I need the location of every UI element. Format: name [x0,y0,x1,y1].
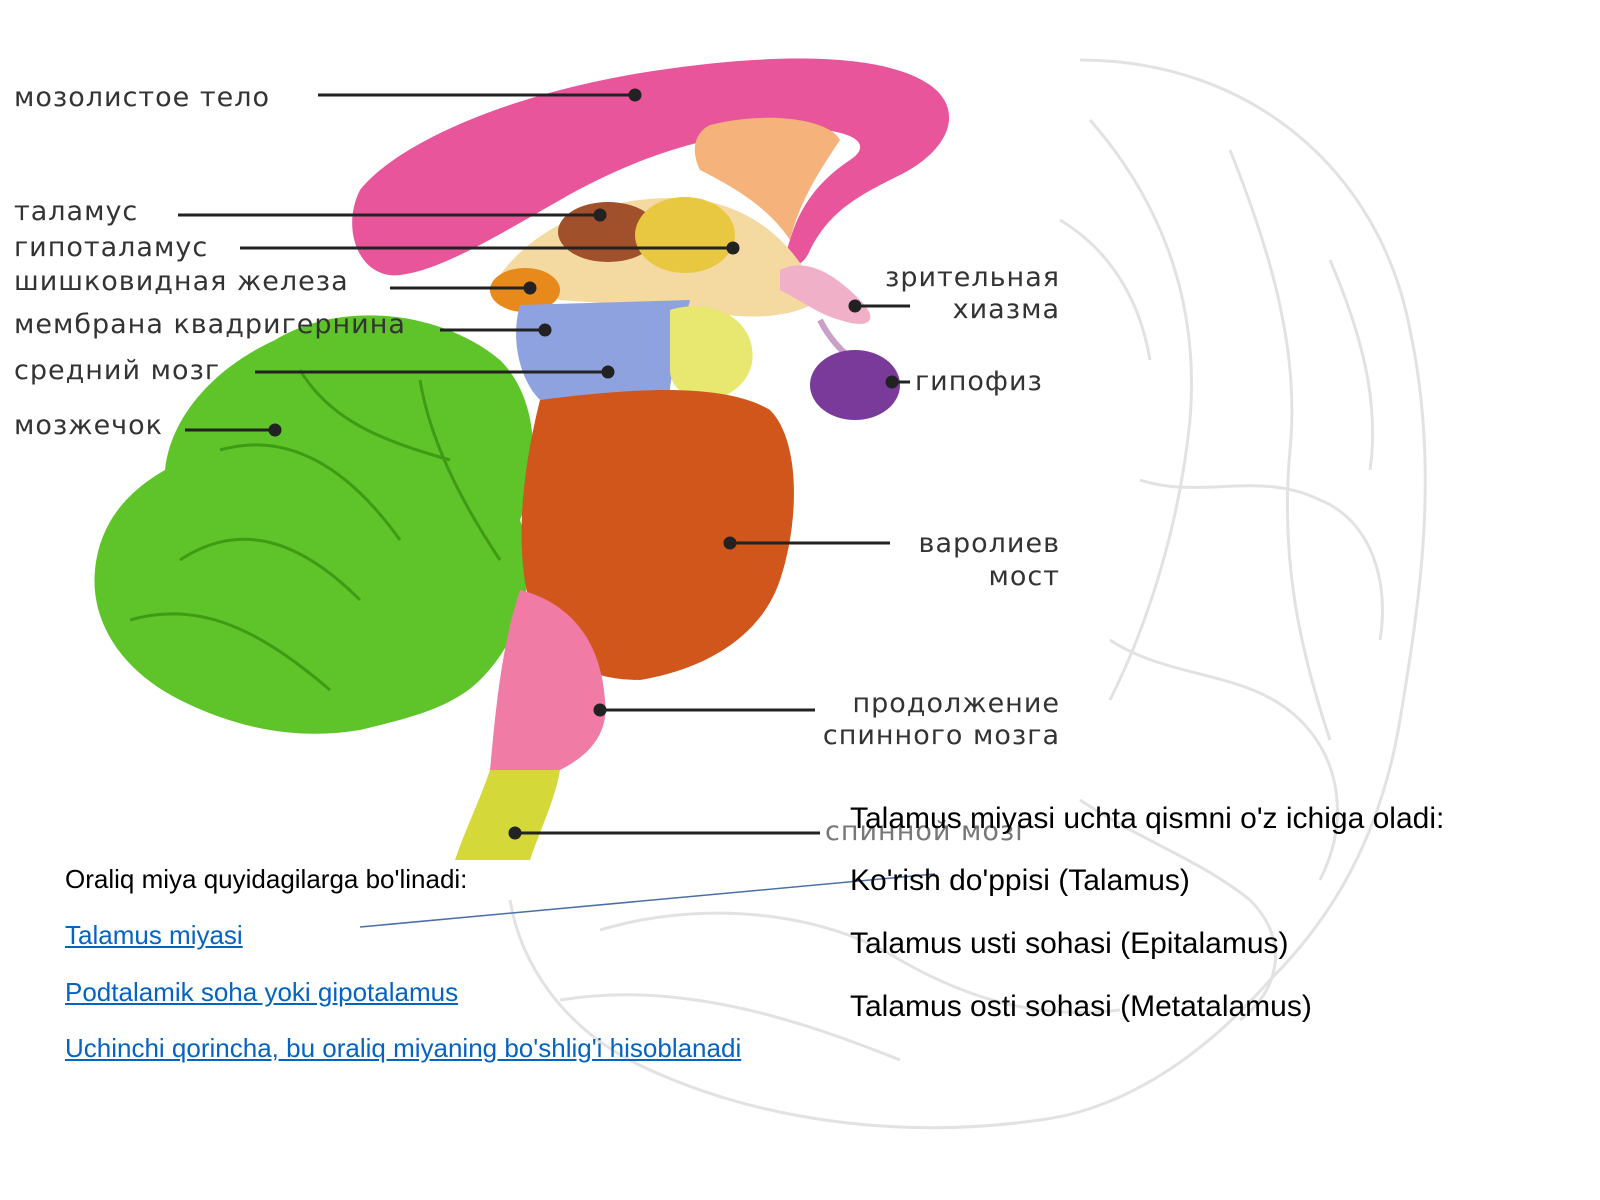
cerebellum-shape [94,315,534,734]
link-uchinchi-qorincha[interactable]: Uchinchi qorincha, bu oraliq miyaning bo… [65,1033,742,1063]
label-pons-line2: мост [988,561,1060,592]
label-spinal-cord: спинной мозг [825,816,1031,847]
label-midbrain: средний мозг [14,355,221,386]
label-thalamus: таламус [14,196,139,227]
right-item-epitalamus: Talamus usti sohasi (Epitalamus) [850,927,1289,960]
pituitary-shape [810,350,900,420]
label-hypothalamus: гипоталамус [14,232,209,263]
optic-chiasm-shape [780,265,871,324]
link-talamus-miyasi[interactable]: Talamus miyasi [65,920,243,950]
link-podtalamik-soha[interactable]: Podtalamik soha yoki gipotalamus [65,977,459,1007]
label-optic-chiasm-line2: хиазма [952,294,1060,325]
label-quadrigeminal: мембрана квадригернина [14,309,406,340]
label-cerebellum: мозжечок [14,410,163,441]
background-brain-outline [508,58,1427,1130]
right-heading-text: Talamus miyasi uchta qismni o'z ichiga o… [850,802,1445,835]
tectum-shape [670,306,753,400]
label-pons-line1: варолиев [918,528,1060,559]
label-medulla-line2: спинного мозга [822,720,1060,751]
label-pituitary: гипофиз [915,366,1043,397]
corpus-callosum-shape [352,58,950,276]
leader-lines [178,88,910,840]
label-pineal-gland: шишковидная железа [14,266,349,297]
fornix-shape [694,117,840,240]
left-intro-text: Oraliq miya quyidagilarga bo'linadi: [65,864,468,894]
spinal-cord-shape [455,770,560,860]
right-item-talamus: Ko'rish do'ppisi (Talamus) [850,864,1190,897]
label-optic-chiasm-line1: зрительная [885,262,1060,293]
label-medulla-line1: продолжение [852,688,1060,719]
medulla-shape [490,590,606,770]
midbrain-shape [516,300,690,400]
connector-line [359,873,936,928]
hypothalamus-shape [635,197,735,273]
pons-shape [521,390,794,680]
label-corpus-callosum: мозолистое тело [14,82,270,113]
right-item-metatalamus: Talamus osti sohasi (Metatalamus) [850,990,1312,1023]
